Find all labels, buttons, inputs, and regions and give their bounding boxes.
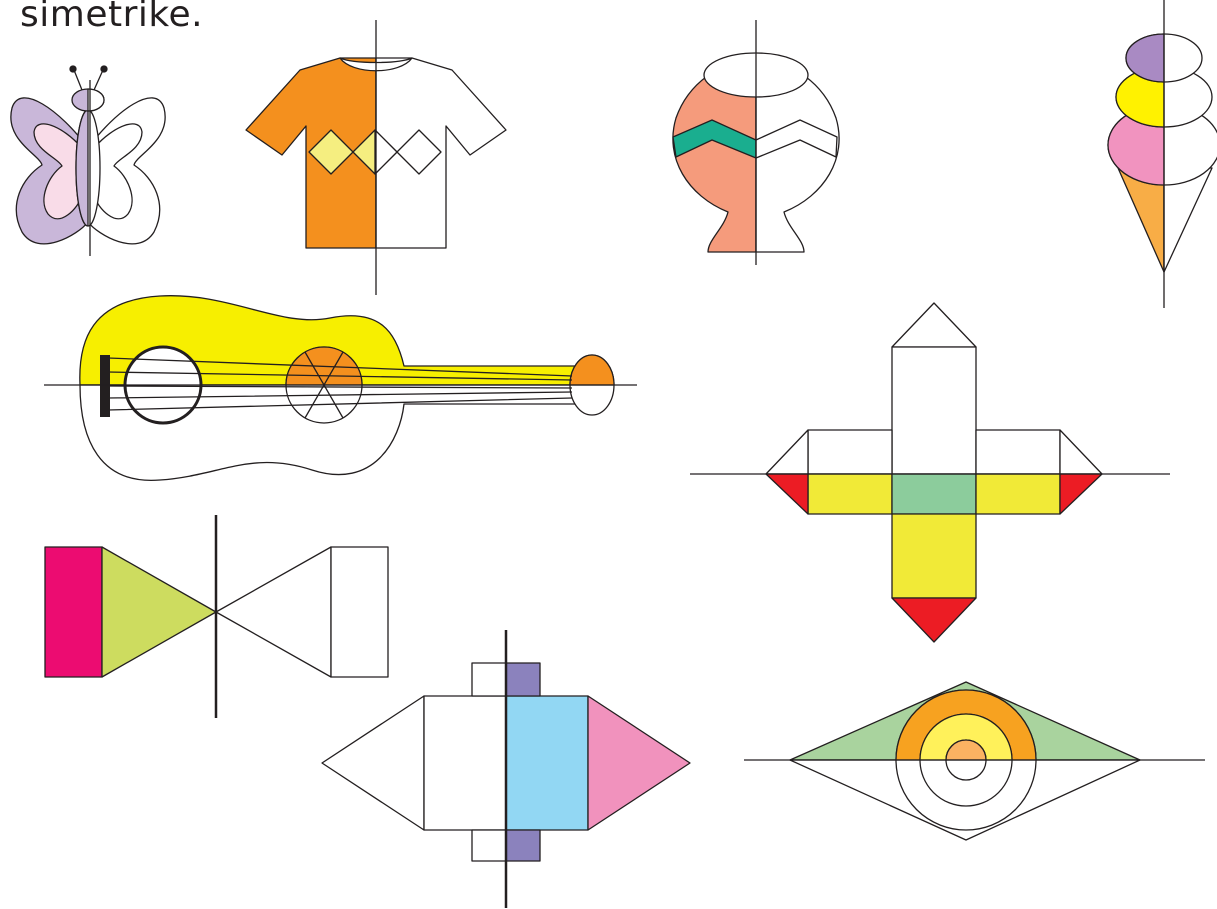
hexagon-bottom-left-tab <box>472 830 506 861</box>
hexagon-top-left-tab <box>472 663 506 696</box>
cross-right-top-triangle <box>1060 430 1102 474</box>
cross-left-top-triangle <box>766 430 808 474</box>
guitar-head-top-half <box>570 355 614 385</box>
vase-figure <box>673 20 839 265</box>
butterfly-antenna-left <box>74 70 82 90</box>
hexagon-left-rect <box>424 696 506 830</box>
hexagon-top-right-tab <box>506 663 540 696</box>
cross-left-top <box>808 430 892 474</box>
hexagon-bottom-right-tab <box>506 830 540 861</box>
cross-left-bottom <box>808 474 892 514</box>
butterfly-antenna-tip-left <box>70 66 76 72</box>
cross-right-bottom <box>976 474 1060 514</box>
bowtie-right-rect <box>331 547 388 677</box>
tshirt-figure <box>246 20 506 295</box>
cross-top-tall <box>892 347 976 474</box>
cross-top-triangle <box>892 303 976 347</box>
cross-left-red-triangle <box>766 474 808 514</box>
butterfly-antenna-right <box>94 70 103 90</box>
butterfly-figure <box>11 66 165 256</box>
icecream-figure <box>1108 0 1217 308</box>
cross-bottom-tall <box>892 514 976 598</box>
cross-center <box>892 474 976 514</box>
guitar-figure <box>44 296 637 481</box>
bowtie-figure <box>45 515 388 718</box>
butterfly-antenna-tip-right <box>101 66 107 72</box>
cross-right-red-triangle <box>1060 474 1102 514</box>
cross-figure <box>690 303 1170 642</box>
eye-figure <box>744 682 1205 840</box>
bowtie-left-triangle <box>102 547 216 677</box>
hexagon-right-triangle <box>588 696 690 830</box>
bowtie-left-rect <box>45 547 102 677</box>
hexagon-left-triangle <box>322 696 424 830</box>
cross-right-top <box>976 430 1060 474</box>
butterfly-right-inner-wing <box>94 124 142 219</box>
cross-bottom-red-triangle <box>892 598 976 642</box>
guitar-bridge <box>100 355 110 417</box>
bowtie-right-triangle <box>216 547 331 677</box>
hexagon-right-rect <box>506 696 588 830</box>
